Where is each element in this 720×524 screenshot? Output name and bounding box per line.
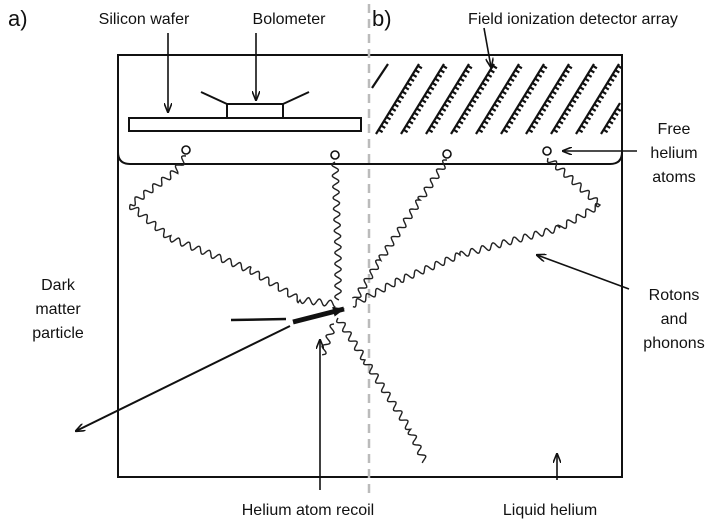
recoil-label: Helium atom recoil (242, 502, 374, 519)
roton-phonon-paths (129, 155, 602, 464)
rotons-label-1: Rotons (649, 287, 700, 304)
detector-strip (600, 102, 622, 135)
roton-phonon-path (331, 161, 342, 301)
detector-strip (400, 63, 448, 135)
bolometer-label: Bolometer (253, 11, 327, 28)
array-arrow (483, 27, 491, 67)
free-helium-label-1: Free (658, 121, 691, 138)
rotons-label-2: and (661, 311, 688, 328)
liquid-helium-label: Liquid helium (503, 502, 597, 519)
free-helium-label-2: helium (650, 145, 697, 162)
free-helium-label-3: atoms (652, 169, 696, 186)
dark-matter-label-3: particle (32, 325, 84, 342)
dark-matter-label-1: Dark (41, 277, 76, 294)
roton-phonon-path (129, 155, 336, 308)
dark-matter-scatter-arrow (76, 325, 291, 431)
silicon-wafer (128, 117, 362, 132)
bolometer-lead-right (282, 91, 310, 105)
panel-label-a: a) (8, 6, 28, 31)
detector-strip (425, 63, 473, 135)
field-ionization-array (371, 63, 623, 135)
helium-atom (181, 145, 191, 155)
dark-matter-track-bold (292, 306, 345, 325)
detector-strip (550, 63, 598, 135)
roton-phonon-path (335, 317, 427, 464)
detector-strip (475, 63, 523, 135)
bolometer-lead-left (200, 91, 228, 105)
detector-strip (575, 63, 623, 135)
roton-phonon-path (352, 157, 602, 308)
roton-phonon-path (321, 323, 335, 356)
detector-strip (500, 63, 548, 135)
rotons-arrow (537, 255, 630, 290)
bolometer (226, 103, 284, 119)
liquid-surface-line (117, 150, 623, 165)
helium-atom (330, 150, 340, 160)
dark-matter-label-2: matter (35, 301, 81, 318)
helium-atom (542, 146, 552, 156)
detector-strip (450, 63, 498, 135)
detector-strip (525, 63, 573, 135)
rotons-label-3: phonons (643, 335, 704, 352)
helium-atom (442, 149, 452, 159)
detector-strip (375, 63, 423, 135)
silicon-wafer-label: Silicon wafer (99, 11, 190, 28)
roton-phonon-path (351, 159, 448, 299)
field-array-label: Field ionization detector array (468, 11, 678, 28)
detector-strip (371, 63, 389, 89)
panel-label-b: b) (372, 6, 392, 31)
dark-matter-track-in (230, 317, 287, 322)
